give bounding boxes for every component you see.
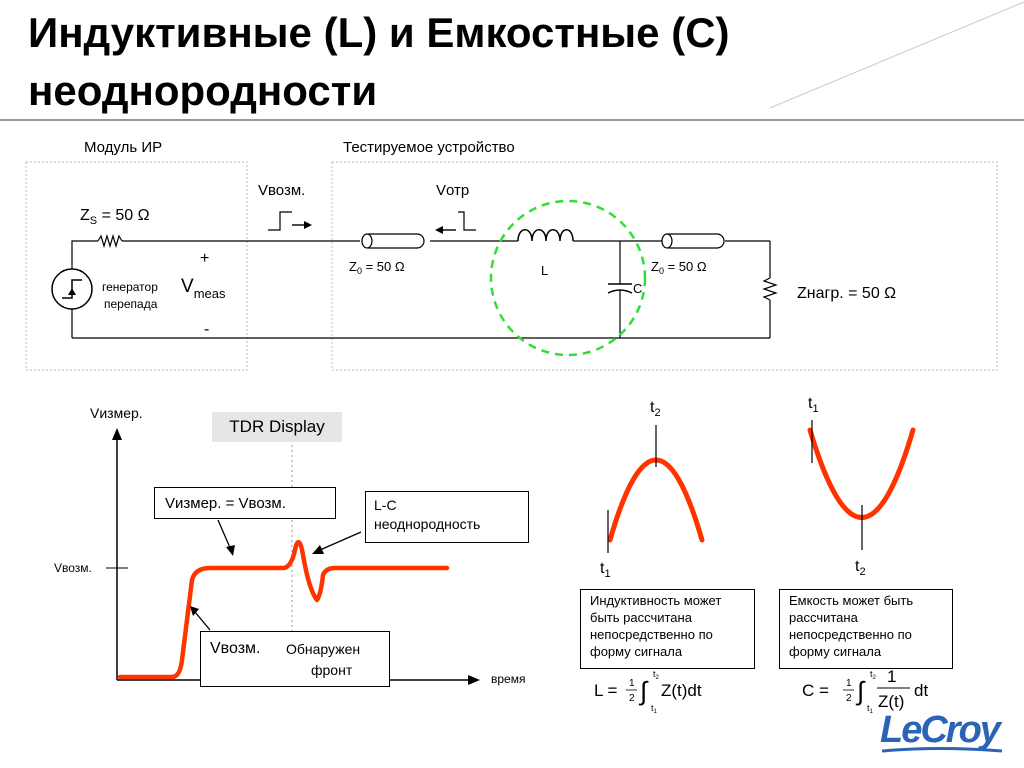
box-vmeas-equals-vinc: Vизмер. = Vвозм. — [154, 487, 336, 519]
arrow-lc-pointer — [312, 531, 362, 554]
capacitive-waveform — [807, 427, 916, 520]
inductive-t1-label: t1 — [600, 560, 611, 580]
svg-text:dt: dt — [914, 681, 928, 700]
tdr-y-arrow — [112, 428, 122, 440]
step-arrow — [68, 288, 76, 295]
title-line-2: неоднородности — [28, 67, 378, 114]
svg-text:Z(t)dt: Z(t)dt — [661, 681, 702, 700]
box-lc-discontinuity: L-C неоднородность — [365, 491, 529, 543]
tdr-x-arrow — [468, 675, 480, 685]
inductor-icon — [517, 229, 574, 242]
tdr-vinc-tick-label: Vвозм. — [54, 561, 92, 575]
logo-swoosh — [881, 747, 1003, 753]
capacitor-label: C — [633, 281, 642, 296]
discontinuity-highlight — [489, 199, 647, 357]
svg-text:Z(t): Z(t) — [878, 692, 904, 711]
arrow-edge-pointer — [190, 606, 211, 631]
box-vinc-label: Vвозм. — [210, 640, 261, 657]
minus-sign: - — [204, 321, 209, 338]
header-divider — [0, 1, 1024, 121]
box-edge-detected: Vвозм. Обнаружен фронт — [200, 631, 390, 687]
capacitive-note: Емкость может быть рассчитана непосредст… — [779, 589, 953, 669]
svg-text:L =: L = — [594, 681, 618, 700]
svg-text:1: 1 — [887, 667, 896, 686]
zs-label: ZS = 50 Ω — [80, 207, 150, 227]
tdr-display-label-box: TDR Display — [212, 412, 342, 442]
incident-step-icon — [268, 211, 312, 231]
capacitance-formula: C = 1 2 ∫ t2 t1 1 Z(t) dt — [802, 667, 928, 715]
v-incident-label: Vвозм. — [258, 182, 305, 199]
module-label: Модуль ИР — [84, 139, 162, 156]
inductance-formula: L = 1 2 ∫ t2 t1 Z(t)dt — [594, 669, 702, 715]
title-line-1: Индуктивные (L) и Емкостные (C) — [28, 9, 730, 56]
svg-text:t1: t1 — [867, 703, 874, 715]
svg-text:∫: ∫ — [638, 676, 649, 706]
load-label: Zнагр. = 50 Ω — [797, 285, 896, 302]
svg-text:C =: C = — [802, 681, 829, 700]
tdr-display-label: TDR Display — [229, 417, 325, 436]
arrow-equal-pointer — [217, 519, 235, 556]
lecroy-logo: LeCroy — [880, 709, 1001, 751]
tdr-x-label: время — [491, 672, 525, 686]
svg-text:2: 2 — [629, 693, 635, 704]
capacitive-t2-label: t2 — [855, 558, 866, 578]
module-box — [25, 161, 248, 371]
dut-label: Тестируемое устройство — [343, 139, 515, 156]
resistor-zs — [97, 233, 123, 249]
z0-left-label: Z0 = 50 Ω — [349, 259, 405, 276]
coax-right-icon — [661, 233, 725, 249]
plus-sign: + — [200, 250, 209, 267]
inductive-waveform — [607, 457, 705, 543]
svg-text:2: 2 — [846, 693, 852, 704]
box-edge-line1: Обнаружен — [286, 641, 361, 657]
svg-text:1: 1 — [846, 678, 852, 689]
tdr-y-label: Vизмер. — [90, 405, 143, 421]
svg-text:∫: ∫ — [855, 676, 866, 706]
z0-right-label: Z0 = 50 Ω — [651, 259, 707, 276]
generator-label-2: перепада — [104, 297, 158, 311]
svg-text:1: 1 — [629, 678, 635, 689]
coax-left-icon — [361, 233, 425, 249]
svg-text:t2: t2 — [870, 669, 877, 681]
lc-waveforms: t2 t1 t1 t2 — [600, 395, 916, 580]
dut-box — [331, 161, 998, 371]
svg-text:t2: t2 — [653, 669, 660, 681]
v-reflected-label: Vотр — [436, 182, 469, 199]
inductor-label: L — [541, 263, 548, 278]
svg-text:t1: t1 — [651, 703, 658, 715]
reflected-step-icon — [435, 211, 476, 234]
load-resistor-icon — [762, 277, 778, 301]
tdr-waveform — [117, 540, 450, 680]
inductive-t2-label: t2 — [650, 399, 661, 419]
generator-label-1: генератор — [102, 280, 158, 294]
formulas: L = 1 2 ∫ t2 t1 Z(t)dt C = 1 2 ∫ t2 t1 1… — [594, 667, 928, 715]
capacitive-t1-label: t1 — [808, 395, 819, 415]
source-wire — [71, 240, 98, 270]
tdr-plot: Vизмер. Vвозм. время — [54, 405, 525, 686]
circuit-diagram: Модуль ИР Тестируемое устройство — [25, 139, 998, 371]
page-title: Индуктивные (L) и Емкостные (C) неодноро… — [28, 4, 988, 120]
vmeas-label: Vmeas — [181, 276, 226, 301]
box-edge-line2: фронт — [311, 662, 353, 678]
inductive-note: Индуктивность может быть рассчитана непо… — [580, 589, 755, 669]
